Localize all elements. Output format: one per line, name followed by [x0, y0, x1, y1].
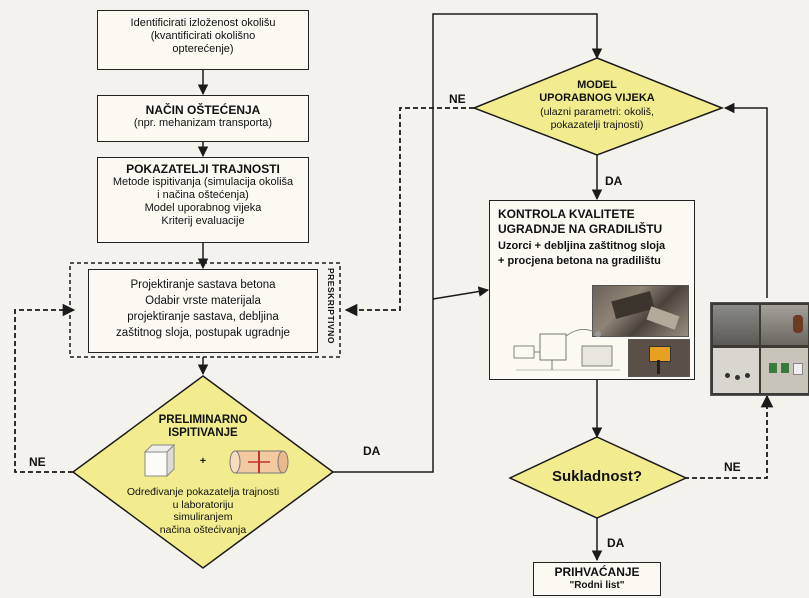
- indicators-title: POKAZATELJI TRAJNOSTI: [126, 162, 280, 176]
- preliminary-line-2: u laboratoriju: [172, 498, 234, 511]
- damage-subtitle: (npr. mehanizam transporta): [133, 117, 273, 129]
- preliminary-line-1: Određivanje pokazatelja trajnosti: [126, 486, 280, 498]
- test-setup-schematic: [513, 329, 620, 371]
- label-ne-preliminary: NE: [29, 455, 46, 469]
- design-line-1: Projektiranje sastava betona: [130, 279, 276, 291]
- environment-line-3: opterećenje): [172, 43, 234, 55]
- test-device-photo: [628, 339, 690, 377]
- preliminary-plus: +: [199, 455, 207, 467]
- preliminary-title: PRELIMINARNO ISPITIVANJE: [143, 414, 263, 440]
- indicators-line-4: Kriterij evaluacije: [161, 215, 245, 227]
- model-diamond-shape: [471, 57, 725, 156]
- arrow-return-to-model: [723, 102, 768, 298]
- environment-exposure-box: Identificirati izloženost okolišu (kvant…: [97, 10, 309, 70]
- label-ne-model: NE: [449, 92, 466, 106]
- durability-indicators-box: POKAZATELJI TRAJNOSTI Metode ispitivanja…: [97, 157, 309, 243]
- label-ne-compliance: NE: [724, 460, 741, 474]
- arrow-ne-model-to-design: [344, 107, 474, 317]
- design-line-2: Odabir vrste materijala: [145, 295, 261, 307]
- preliminary-title-line-1: PRELIMINARNO: [158, 414, 248, 426]
- accept-title: PRIHVAĆANJE: [554, 565, 640, 579]
- quality-title-1: KONTROLA KVALITETE: [498, 207, 635, 221]
- concrete-design-box: Projektiranje sastava betona Odabir vrst…: [88, 269, 318, 353]
- quality-title-2: UGRADNJE NA GRADILIŠTU: [498, 222, 663, 236]
- model-line-2: pokazatelji trajnosti): [550, 118, 644, 131]
- accept-subtitle: "Rodni list": [569, 580, 625, 591]
- indicators-line-1: Metode ispitivanja (simulacija okoliša: [112, 176, 294, 188]
- arrow-da-to-model: [333, 13, 603, 473]
- model-title-line-2: UPORABNOG VIJEKA: [539, 91, 655, 104]
- indicators-line-2: i načina oštećenja): [157, 189, 249, 201]
- compliance-title: Sukladnost?: [551, 468, 642, 485]
- arrow-ne-left-loop: [14, 303, 76, 473]
- design-line-3: projektiranje sastava, debljina: [127, 311, 279, 323]
- indicators-line-3: Model uporabnog vijeka: [144, 202, 262, 214]
- cylinder-specimen-icon: [229, 450, 289, 474]
- label-da-model: DA: [605, 174, 623, 188]
- model-line-1: (ulazni parametri: okoliš,: [540, 106, 654, 118]
- preliminary-line-4: načina oštećivanja: [159, 523, 247, 536]
- model-title: MODEL UPORABNOG VIJEKA: [527, 79, 667, 104]
- site-photo: [592, 285, 689, 337]
- model-params: (ulazni parametri: okoliš, pokazatelji t…: [522, 106, 672, 131]
- damage-mode-box: NAČIN OŠTEĆENJA (npr. mehanizam transpor…: [97, 95, 309, 142]
- label-da-compliance: DA: [607, 536, 625, 550]
- cube-specimen-icon: [143, 443, 176, 478]
- quality-control-box: KONTROLA KVALITETE UGRADNJE NA GRADILIŠT…: [489, 200, 695, 380]
- environment-line-1: Identificirati izloženost okolišu: [130, 17, 276, 29]
- label-da-preliminary: DA: [363, 444, 381, 458]
- specimen-photo-collage: [710, 302, 809, 396]
- model-title-line-1: MODEL: [577, 79, 617, 91]
- acceptance-box: PRIHVAĆANJE "Rodni list": [533, 562, 661, 596]
- prescriptive-label: PRESKRIPTIVNO: [326, 268, 336, 344]
- arrow-branch-to-quality: [432, 286, 490, 300]
- preliminary-line-3: simuliranjem: [173, 511, 233, 523]
- preliminary-description: Određivanje pokazatelja trajnosti u labo…: [113, 486, 293, 536]
- preliminary-title-line-2: ISPITIVANJE: [168, 427, 238, 439]
- damage-title: NAČIN OŠTEĆENJA: [145, 103, 261, 117]
- compliance-diamond-shape: [508, 436, 688, 519]
- arrow-ne-compliance-loop: [684, 394, 774, 479]
- quality-line-1: Uzorci + debljina zaštitnog sloja: [498, 240, 666, 252]
- design-line-4: zaštitnog sloja, postupak ugradnje: [116, 327, 290, 339]
- quality-line-2: + procjena betona na gradilištu: [498, 255, 661, 267]
- environment-line-2: (kvantificirati okolišno: [150, 30, 256, 42]
- preliminary-diamond-shape: [71, 375, 335, 569]
